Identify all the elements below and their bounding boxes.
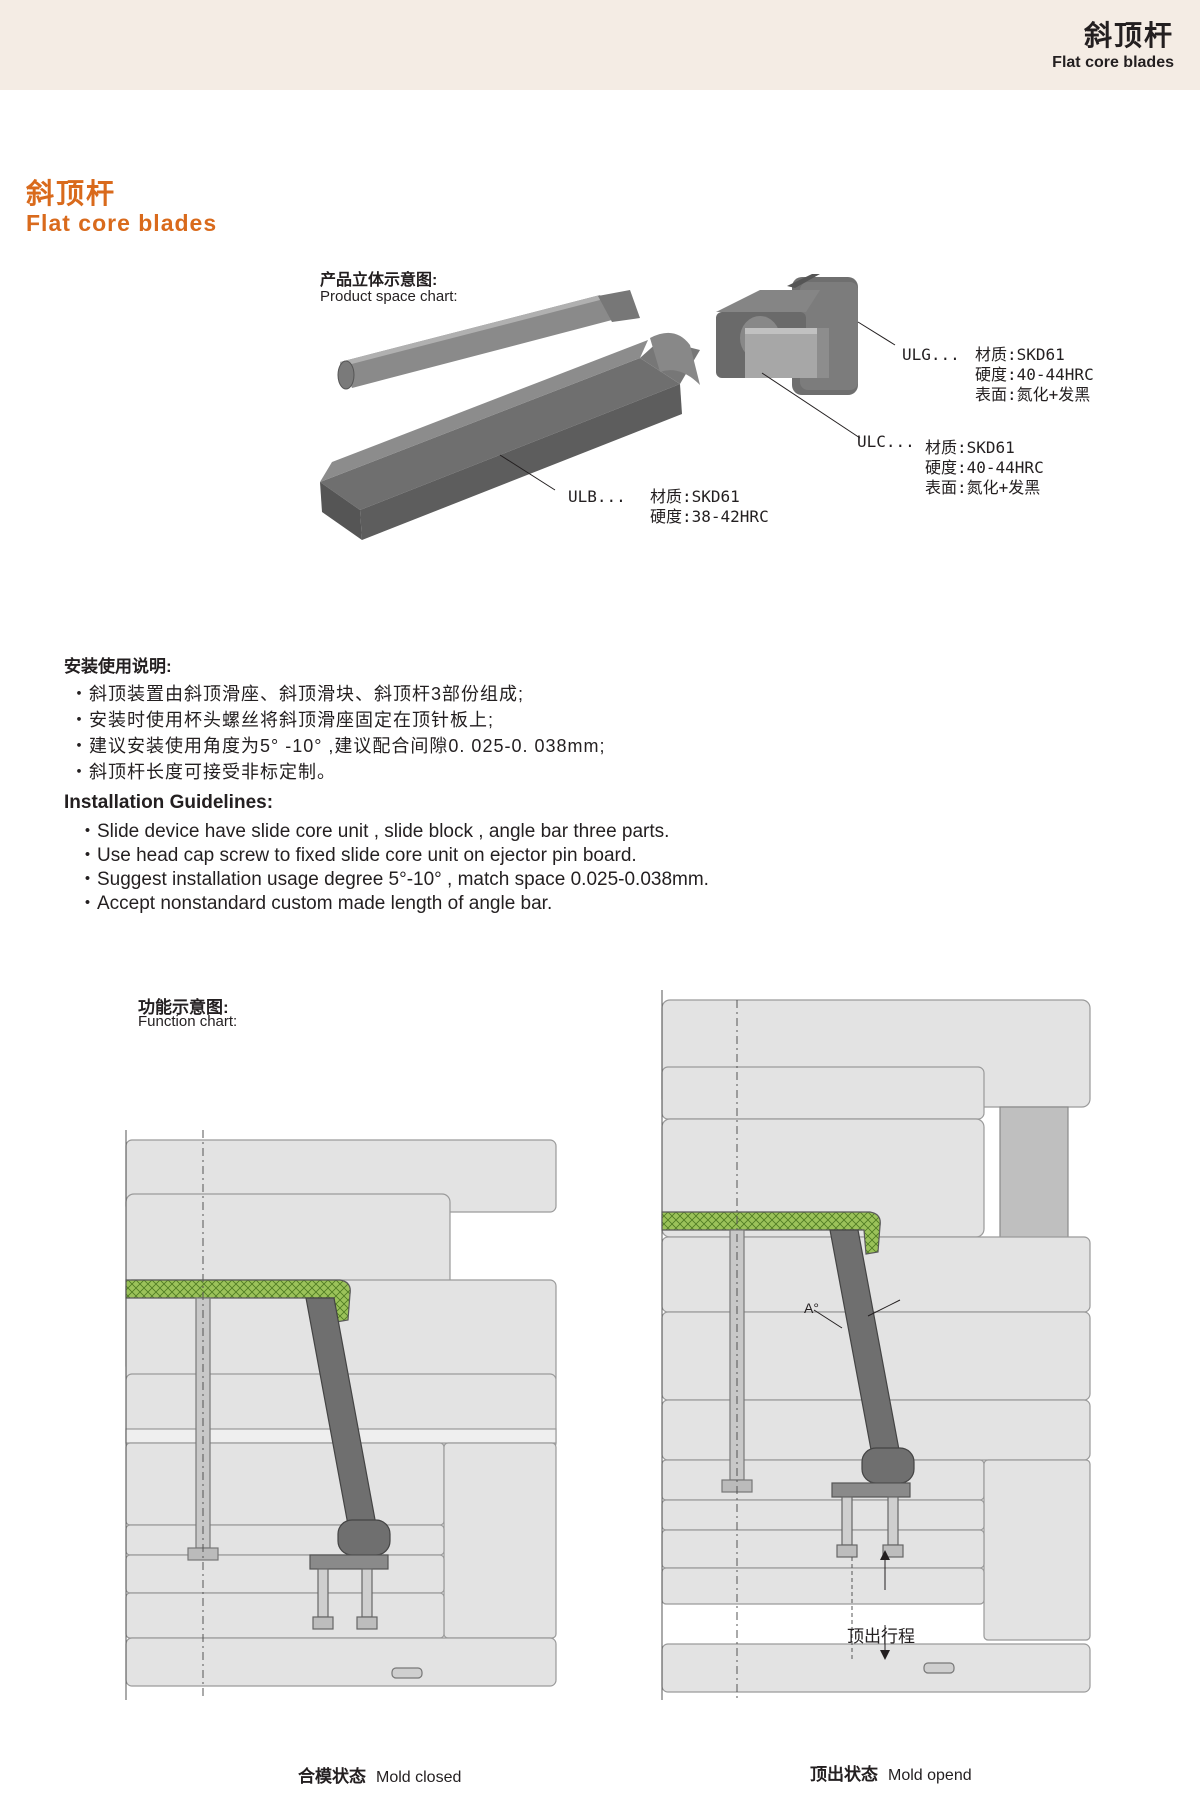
function-chart-caption-cn: 功能示意图: — [138, 998, 229, 1017]
installation-item-en-2: ・Use head cap screw to fixed slide core … — [78, 845, 637, 866]
slide-unit-illustration — [716, 274, 858, 395]
angle-label: A° — [804, 1300, 819, 1316]
installation-item-cn-4: ・斜顶杆长度可接受非标定制。 — [70, 762, 336, 782]
ulg-surface: 表面:氮化+发黑 — [975, 385, 1091, 404]
ejection-stroke-label: 顶出行程 — [847, 1627, 915, 1646]
ulc-hardness: 硬度:40-44HRC — [925, 458, 1044, 477]
header-title-en: Flat core blades — [1052, 54, 1174, 71]
ulb-material: 材质:SKD61 — [650, 487, 740, 506]
installation-item-en-4: ・Accept nonstandard custom made length o… — [78, 893, 553, 914]
large-angle-bar-illustration — [320, 332, 700, 540]
ulg-leader — [857, 321, 896, 346]
product-chart-caption-cn: 产品立体示意图: — [320, 272, 438, 289]
installation-title-en: Installation Guidelines: — [64, 792, 274, 813]
installation-item-en-3: ・Suggest installation usage degree 5°-10… — [78, 869, 709, 890]
mold-closed-en: Mold closed — [376, 1769, 462, 1786]
installation-item-cn-2: ・安装时使用杯头螺丝将斜顶滑座固定在顶针板上; — [70, 710, 494, 730]
installation-item-cn-1: ・斜顶装置由斜顶滑座、斜顶滑块、斜顶杆3部份组成; — [70, 684, 525, 704]
installation-item-en-1: ・Slide device have slide core unit , sli… — [78, 821, 670, 842]
ulg-material: 材质:SKD61 — [975, 345, 1065, 364]
ulg-code: ULG... — [902, 345, 960, 364]
header-title-cn: 斜顶杆 — [1083, 20, 1174, 51]
ulc-code: ULC... — [857, 432, 915, 451]
ulb-leader — [499, 454, 556, 491]
mold-closed-cn: 合模状态 — [298, 1767, 366, 1786]
mold-closed-diagram — [125, 1130, 557, 1700]
installation-title-cn: 安装使用说明: — [64, 657, 172, 676]
ulc-material: 材质:SKD61 — [925, 438, 1015, 457]
mold-open-caption: 顶出状态 Mold opend — [810, 1760, 972, 1785]
mold-open-en: Mold opend — [888, 1767, 972, 1784]
ulb-code: ULB... — [568, 487, 626, 506]
header-band — [0, 0, 1200, 90]
section-title-en: Flat core blades — [26, 210, 218, 236]
installation-item-cn-3: ・建议安装使用角度为5° -10° ,建议配合间隙0. 025-0. 038mm… — [70, 736, 606, 756]
function-diagrams — [125, 990, 1091, 1700]
ulc-leader — [761, 372, 861, 439]
ulb-hardness: 硬度:38-42HRC — [650, 507, 769, 526]
section-title-cn: 斜顶杆 — [26, 178, 117, 209]
ulc-surface: 表面:氮化+发黑 — [925, 478, 1041, 497]
mold-open-diagram — [661, 990, 1091, 1700]
mold-closed-caption: 合模状态 Mold closed — [298, 1762, 461, 1787]
ulg-hardness: 硬度:40-44HRC — [975, 365, 1094, 384]
product-illustration — [320, 274, 896, 540]
product-chart-caption-en: Product space chart: — [320, 288, 458, 305]
small-angle-bar-illustration — [337, 290, 640, 390]
mold-open-cn: 顶出状态 — [810, 1765, 878, 1784]
function-chart-caption-en: Function chart: — [138, 1013, 238, 1030]
